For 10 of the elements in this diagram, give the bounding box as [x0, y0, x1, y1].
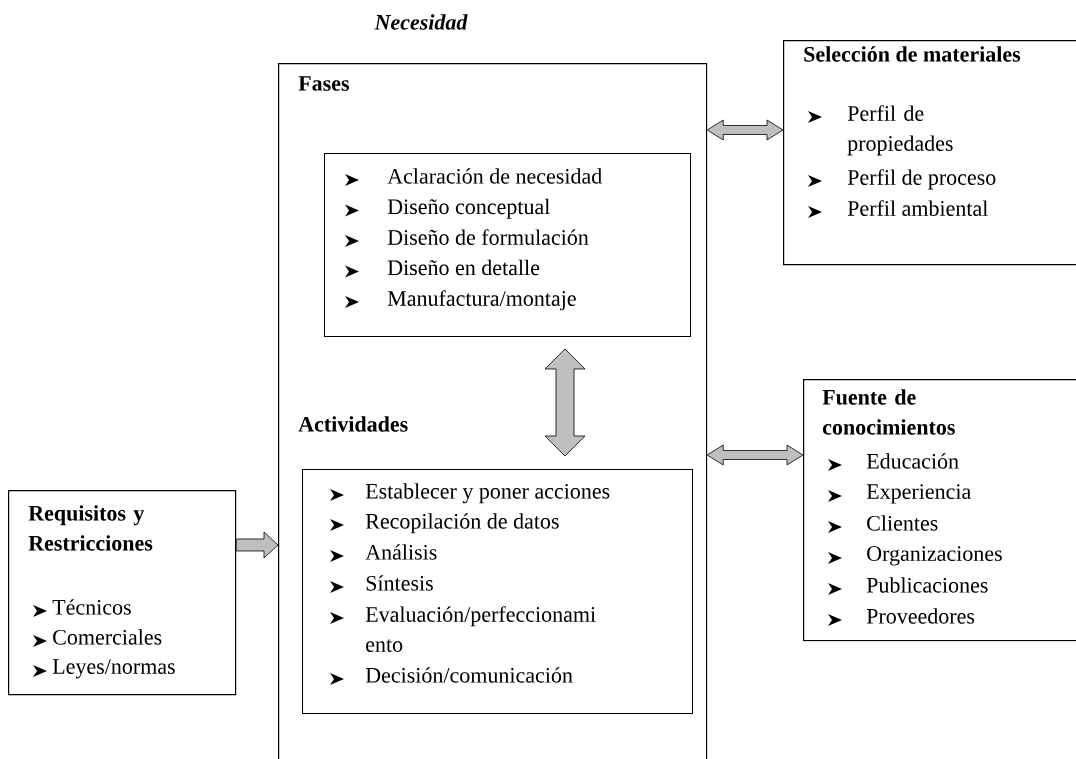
block-arrow	[544, 348, 586, 457]
list-box: Selección de materiales Perfil de propiedades Perfil de proceso Perfil ambiental	[783, 40, 1076, 266]
list-box: Aclaración de necesidad Diseño conceptual Diseño de formulación Diseño en detalle Manufactura/montaje	[324, 153, 691, 337]
list-box: Requisitos y Restricciones Técnicos Comerciales Leyes/normas	[8, 490, 237, 696]
list-box: Establecer y poner acciones Recopilación de datos Análisis Síntesis Evaluación/perfeccionami ento Decisión/comunicación	[302, 469, 693, 714]
list-box: Fuente de conocimientos Educación Experiencia Clientes Organizaciones Publicaciones Proveedores	[803, 379, 1076, 642]
block-arrow	[235, 531, 279, 559]
block-arrow	[706, 444, 804, 466]
block-arrow	[706, 119, 784, 141]
heading-label: Necesidad	[374, 14, 468, 30]
